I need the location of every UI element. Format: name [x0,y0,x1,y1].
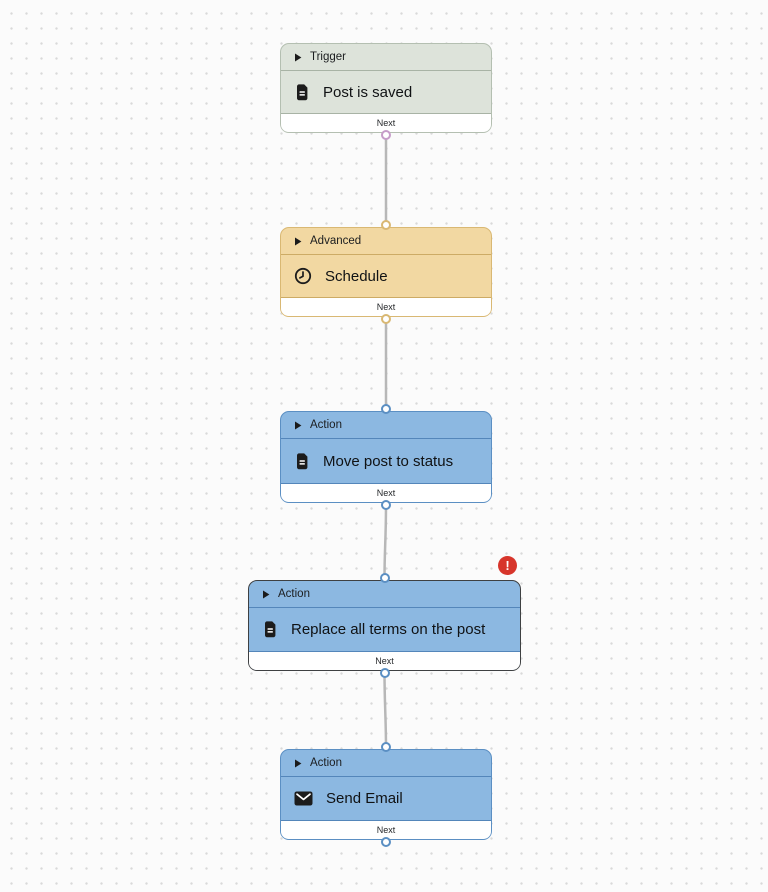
node-footer: Next [281,483,491,502]
workflow-node-replace-terms[interactable]: ! Action Replace all terms on the post N… [248,556,521,678]
envelope-icon [294,791,313,806]
collapse-arrow-icon[interactable] [262,590,270,599]
document-icon [262,621,278,638]
node-header[interactable]: Action [281,412,491,439]
clock-icon [294,267,312,285]
node-footer: Next [249,651,520,670]
node-category-label: Trigger [310,51,346,63]
output-port[interactable] [379,668,390,678]
next-port-label: Next [376,302,396,312]
output-port[interactable] [381,837,391,847]
next-port-label: Next [376,825,396,835]
output-port[interactable] [381,500,391,510]
workflow-node-schedule[interactable]: Advanced Schedule Next [280,220,492,324]
node-title: Move post to status [323,452,454,470]
workflow-node-move-post[interactable]: Action Move post to status Next [280,404,492,510]
node-body: Send Email [281,777,491,820]
next-port-label: Next [375,656,394,666]
edge-action1-to-action2[interactable] [383,502,388,581]
edge-action2-to-action3[interactable] [383,670,388,751]
input-port[interactable] [381,742,391,752]
collapse-arrow-icon[interactable] [294,759,302,768]
collapse-arrow-icon[interactable] [294,237,302,246]
document-icon [294,452,310,470]
node-title: Schedule [325,267,388,285]
node-title: Replace all terms on the post [291,621,486,638]
workflow-node-send-email[interactable]: Action Send Email Next [280,742,492,847]
workflow-node-trigger[interactable]: Trigger Post is saved Next [280,43,492,140]
node-title: Send Email [326,790,403,807]
collapse-arrow-icon[interactable] [294,421,302,430]
output-port[interactable] [381,314,391,324]
node-category-label: Action [310,419,342,431]
node-header[interactable]: Action [281,750,491,777]
node-body: Move post to status [281,439,491,483]
input-port[interactable] [379,573,390,583]
node-footer: Next [281,113,491,132]
node-header[interactable]: Advanced [281,228,491,255]
node-category-label: Advanced [310,235,362,247]
output-port[interactable] [381,130,391,140]
node-body: Replace all terms on the post [249,608,520,651]
document-icon [294,83,310,101]
node-footer: Next [281,820,491,839]
input-port[interactable] [381,404,391,414]
node-title: Post is saved [323,83,413,101]
node-category-label: Action [310,757,342,769]
node-footer: Next [281,297,491,316]
node-body: Post is saved [281,71,491,113]
next-port-label: Next [376,488,396,498]
next-port-label: Next [376,118,396,128]
node-category-label: Action [278,588,310,600]
collapse-arrow-icon[interactable] [294,53,302,62]
node-header[interactable]: Action [249,581,520,608]
node-body: Schedule [281,255,491,297]
input-port[interactable] [381,220,391,230]
node-header[interactable]: Trigger [281,44,491,71]
error-badge-icon[interactable]: ! [498,556,517,575]
